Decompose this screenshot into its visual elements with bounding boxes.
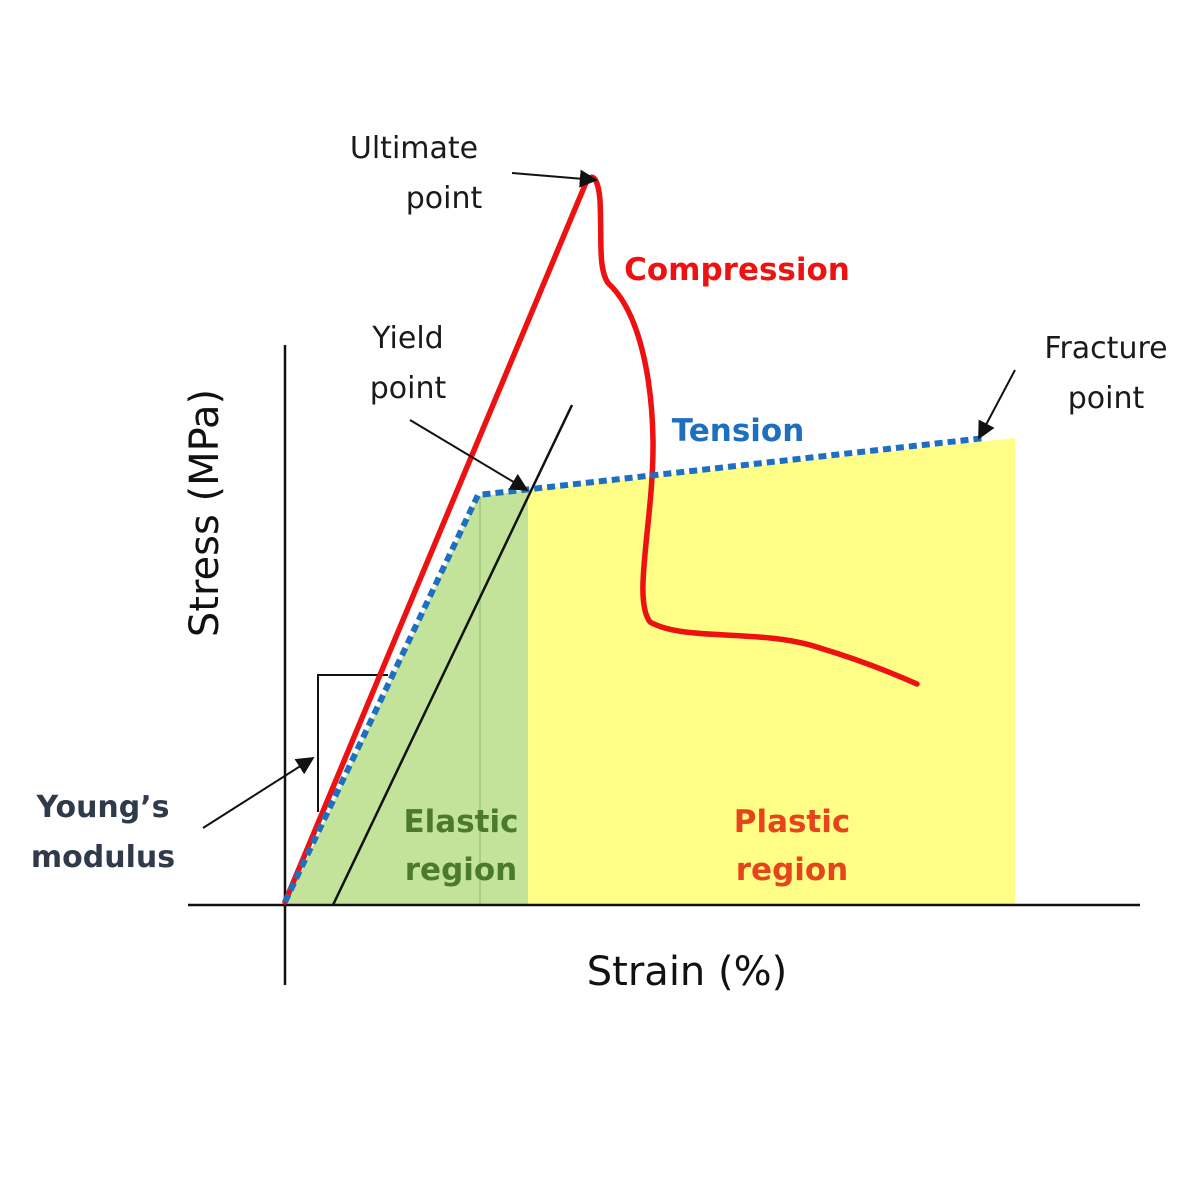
youngs-modulus-arrow	[202, 757, 315, 829]
elastic-region-fill	[285, 490, 528, 905]
youngs-modulus-label-line2: modulus	[31, 840, 175, 875]
plastic-region-label-line2: region	[736, 852, 849, 888]
ultimate-label-line1: Ultimate	[350, 131, 478, 166]
offset-line	[331, 404, 574, 906]
tension-label: Tension	[672, 413, 805, 449]
ultimate-label-line2: point	[406, 181, 483, 216]
elastic-region-label-line2: region	[405, 852, 518, 888]
plastic-region-label-line1: Plastic	[734, 804, 851, 840]
fracture-point-arrow	[978, 369, 1016, 440]
tension-curve	[282, 435, 986, 904]
youngs-modulus-bracket	[317, 674, 388, 812]
y-axis-title: Stress (MPa)	[182, 389, 228, 637]
yield-label-line2: point	[370, 371, 447, 406]
yield-label-line1: Yield	[371, 321, 443, 356]
elastic-region-label-line1: Elastic	[404, 804, 519, 840]
fracture-label-line1: Fracture	[1044, 331, 1167, 366]
ultimate-point-arrow	[511, 169, 598, 188]
compression-label: Compression	[624, 252, 850, 288]
x-axis-title: Strain (%)	[587, 949, 787, 995]
plastic-region-fill	[528, 438, 1015, 905]
fracture-label-line2: point	[1068, 381, 1145, 416]
youngs-modulus-label-line1: Young’s	[35, 790, 169, 825]
yield-point-arrow	[409, 419, 529, 491]
